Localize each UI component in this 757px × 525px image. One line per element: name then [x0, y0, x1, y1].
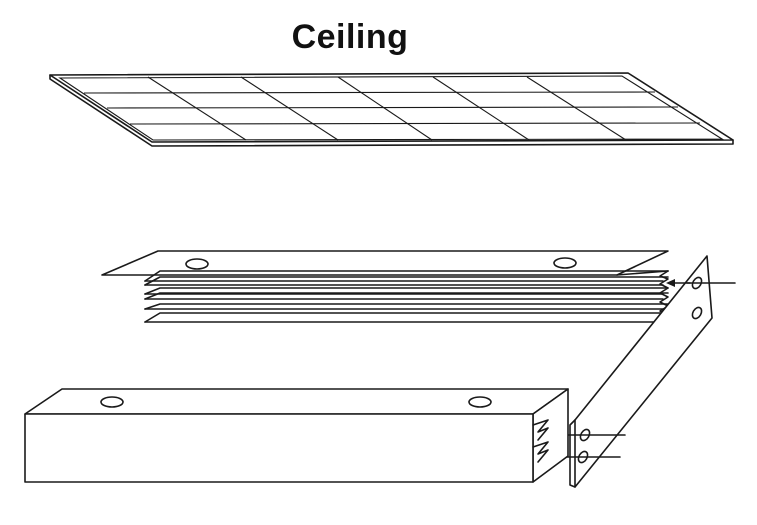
bracket-hole	[691, 306, 703, 320]
ceiling-thickness	[49, 74, 734, 147]
lower-rail-slot	[532, 441, 549, 463]
diagram-title: Ceiling	[291, 18, 409, 56]
side-bracket-edge	[569, 419, 576, 488]
upper-rail-hole	[185, 258, 209, 270]
lower-rail	[24, 388, 569, 483]
lower-rail-slot	[532, 419, 549, 441]
side-bracket	[569, 255, 736, 488]
ceiling-grid-line	[432, 76, 530, 141]
ceiling-grid-line	[147, 76, 247, 141]
upper-rail-hole	[553, 257, 577, 269]
upper-rail-fins	[144, 270, 669, 323]
bracket-hole	[691, 276, 703, 290]
ceiling-grid-line	[240, 76, 339, 141]
ceiling-inner-frame	[58, 75, 724, 141]
ceiling-grid-line	[129, 122, 701, 125]
ceiling-grid-line	[526, 76, 627, 141]
upper-rail-top-face	[101, 250, 669, 276]
lower-rail-front-face	[24, 413, 534, 483]
ceiling-panel	[49, 72, 734, 147]
ceiling-grid-line	[106, 106, 679, 109]
upper-rail	[101, 250, 669, 323]
bracket-hole	[579, 428, 591, 442]
ceiling-grid-line	[83, 91, 656, 94]
side-bracket-plate	[574, 255, 713, 488]
lower-rail-hole	[100, 396, 124, 408]
bracket-hole	[577, 450, 589, 464]
lower-rail-top-face	[24, 388, 569, 415]
arrow-head-upper	[666, 279, 675, 287]
lower-rail-hole	[468, 396, 492, 408]
ceiling-grid-line	[337, 76, 433, 141]
